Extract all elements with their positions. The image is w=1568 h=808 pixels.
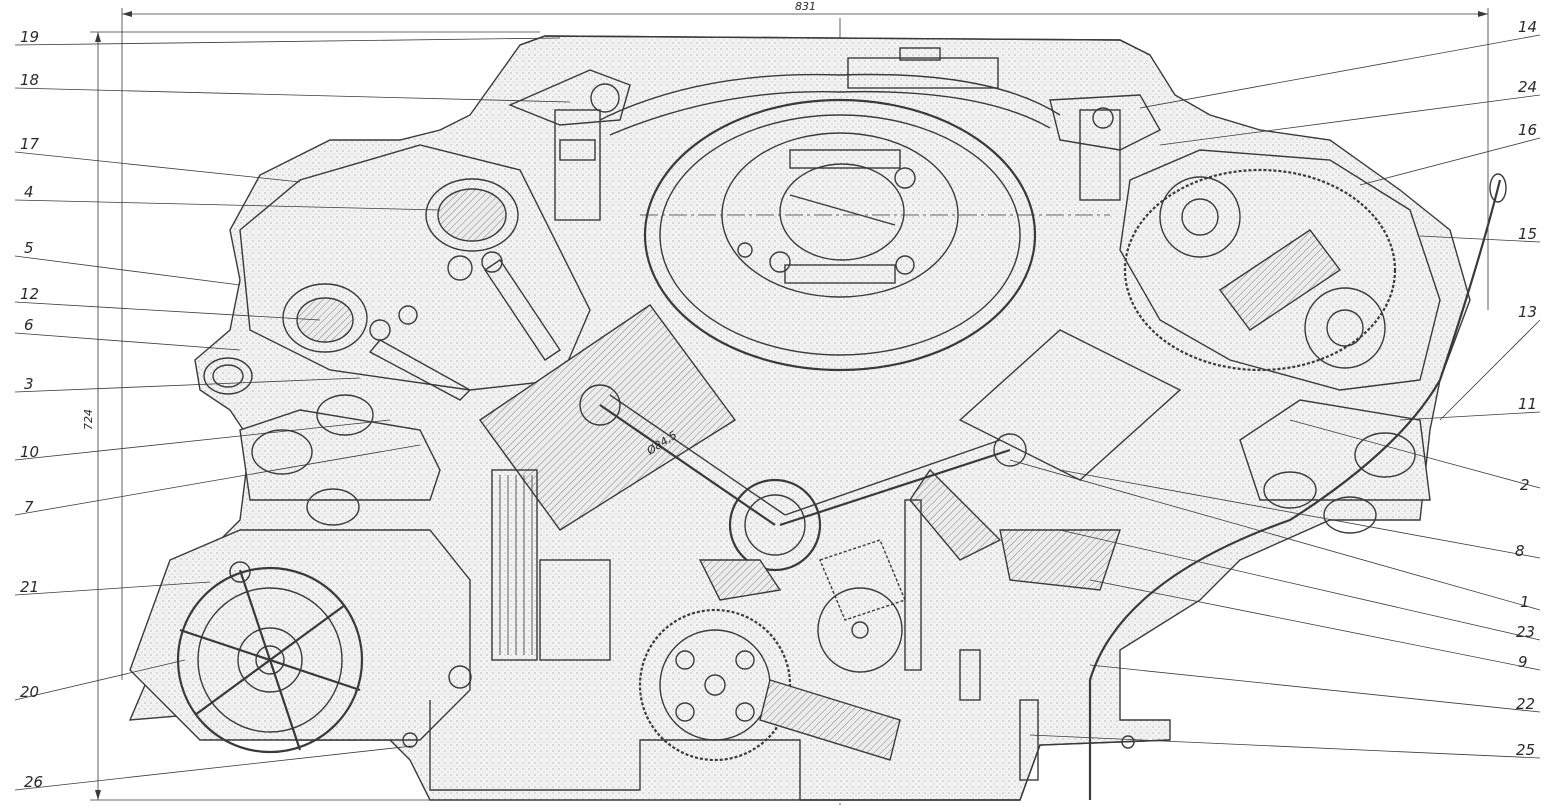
dipstick (1088, 173, 1507, 800)
callout-16: 16 (1518, 121, 1537, 139)
callout-11: 11 (1518, 395, 1537, 413)
callout-14: 14 (1518, 18, 1537, 36)
height-dimension-label: 724 (82, 409, 95, 430)
callout-9: 9 (1518, 653, 1528, 671)
callouts-right: 14 24 16 15 13 11 2 8 1 23 9 22 25 (1515, 18, 1537, 759)
callout-17: 17 (20, 135, 40, 153)
accessory-pulley (491, 469, 611, 661)
callouts-left: 19 18 17 4 5 12 6 3 10 7 21 20 26 (20, 28, 43, 791)
left-exhaust-manifold (203, 357, 441, 526)
dimension-lines: 831 724 (82, 0, 1489, 801)
callout-8: 8 (1515, 542, 1525, 560)
callout-2: 2 (1520, 476, 1530, 494)
right-exhaust-manifold (1239, 399, 1431, 534)
callout-13: 13 (1518, 303, 1537, 321)
lower-timing-drive (638, 539, 906, 762)
callout-21: 21 (20, 578, 39, 596)
left-cylinder-head (239, 69, 631, 401)
right-piston-conrod (779, 329, 1182, 591)
callout-10: 10 (20, 443, 39, 461)
callout-15: 15 (1518, 225, 1537, 243)
callout-6: 6 (24, 316, 34, 334)
crankshaft (698, 468, 1002, 601)
width-dimension-label: 831 (795, 0, 816, 13)
callout-3: 3 (24, 375, 34, 393)
throttle-housing (640, 98, 1110, 372)
right-cylinder-head (1049, 94, 1441, 391)
callout-12: 12 (20, 285, 39, 303)
callout-1: 1 (1520, 593, 1530, 611)
callout-24: 24 (1518, 78, 1537, 96)
leader-lines-right (1009, 34, 1541, 759)
callout-5: 5 (24, 239, 34, 257)
callout-4: 4 (24, 183, 34, 201)
callout-7: 7 (24, 498, 34, 516)
callout-23: 23 (1516, 623, 1535, 641)
left-piston-conrod: Ø84,5 (479, 304, 786, 531)
oil-pan (402, 499, 1171, 801)
callout-20: 20 (20, 683, 39, 701)
callout-22: 22 (1516, 695, 1535, 713)
callout-18: 18 (20, 71, 39, 89)
alternator (129, 529, 472, 754)
callout-26: 26 (24, 773, 43, 791)
callout-25: 25 (1516, 741, 1535, 759)
leader-lines-left (14, 37, 571, 791)
intake-plenum (519, 35, 1151, 136)
callout-19: 19 (20, 28, 39, 46)
